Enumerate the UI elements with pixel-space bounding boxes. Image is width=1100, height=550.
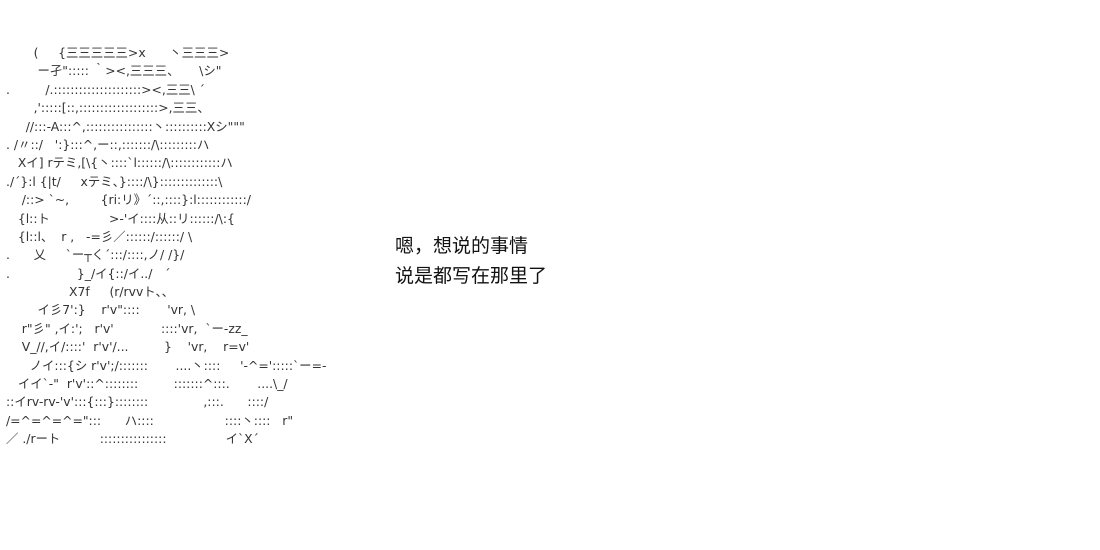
ascii-art-line: {l::ト >-'イ::::从::リ::::::/\:{ <box>6 210 235 226</box>
ascii-art-line: . }_/イ{::/イ../ ´ <box>6 265 171 281</box>
ascii-art-line: {l::l、 r , -=彡／::::::/::::::/ \ <box>6 228 193 244</box>
ascii-art-line: ::イrv-rv-'v':::{:::}:::::::: ,:::. ::::/ <box>6 394 269 410</box>
ascii-art-line: ,':::::[::,:::::::::::::::::::>,三三、 <box>6 100 210 116</box>
ascii-art-line: /::> `~, {ri:リ》´::,::::}:l::::::::::::/ <box>6 192 251 208</box>
dialogue-caption: 嗯，想说的事情 说是都写在那里了 <box>395 231 715 291</box>
ascii-art-line: . /.:::::::::::::::::::::><,三三\ ´ <box>6 81 205 97</box>
ascii-art-line: ー孑"::::: ｀><,三三三、 \シ" <box>6 63 222 79</box>
ascii-art-line: ／ ./rート :::::::::::::::: イ`X´ <box>6 431 259 447</box>
ascii-art-line: . /〃::/ ':}:::^,ー::,:::::::/\:::::::::ハ <box>6 136 210 152</box>
ascii-art-line: ./´}:l {|t/ xテミ、}::::/\}::::::::::::::\ <box>6 173 223 189</box>
ascii-art-line: V_//,イ/::::' r'v'/... } 'vr, r=v' <box>6 339 250 355</box>
dialogue-line-2: 说是都写在那里了 <box>395 265 548 287</box>
ascii-art-line: イイ`-" r'v'::^:::::::: :::::::^:::. ....\… <box>6 376 288 392</box>
ascii-art-line: イ彡7':} r'v":::: 'vr, \ <box>6 302 196 318</box>
ascii-art-line: . 乂 `ー┬く´:::/::::,ノ/ /}/ <box>6 247 185 263</box>
ascii-art-line: //:::-A:::^,::::::::::::::::丶::::::::::X… <box>6 118 245 134</box>
dialogue-line-1: 嗯，想说的事情 <box>395 235 529 257</box>
ascii-art-line: ノイ:::{シ r'v';/::::::: ....丶:::: '-^=':::… <box>6 357 327 373</box>
ascii-art-figure: ( {三三三三三>x 丶三三三> ー孑"::::: ｀><,三三三、 \シ". … <box>6 44 376 449</box>
ascii-art-line: ( {三三三三三>x 丶三三三> <box>6 45 230 60</box>
ascii-art-line: Xイ] rテミ,[\{丶::::`l::::::/\::::::::::::ハ <box>6 155 233 171</box>
ascii-art-line: X7f (r/rvvト、、 <box>6 284 175 300</box>
ascii-art-line: /=^=^=^="::: ハ:::: ::::丶:::: r" <box>6 412 294 428</box>
ascii-art-line: r"彡" ,イ:'; r'v' ::::'vr, `ー-zz_ <box>6 320 248 336</box>
